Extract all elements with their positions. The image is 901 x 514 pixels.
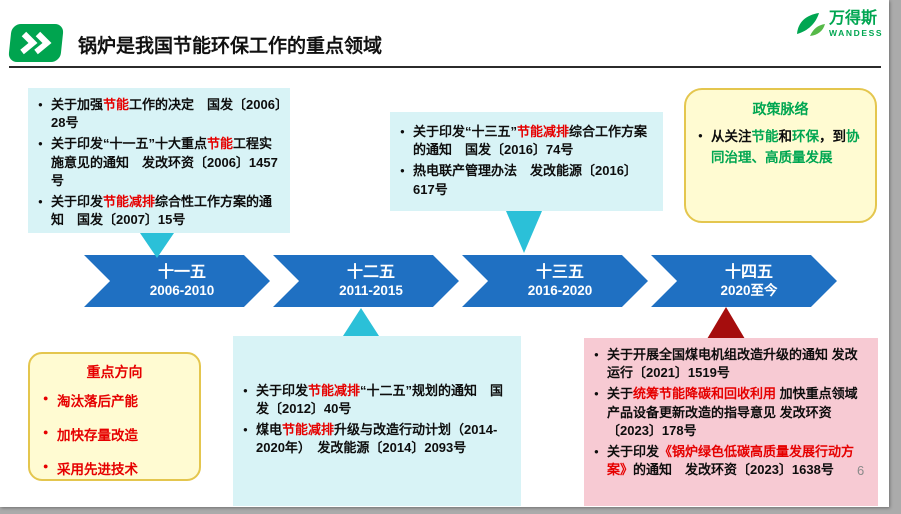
direction-item: 加快存量改造 xyxy=(40,424,189,444)
text-segment: 的通知 发改环资〔2023〕1638号 xyxy=(633,462,834,478)
text-segment: 加快重点领域产品设备更新改造的指导意见 发改环资〔2023〕178号 xyxy=(607,386,858,438)
connector-triangle-down-plan13 xyxy=(506,211,542,253)
policy-context-title: 政策脉络 xyxy=(752,101,809,117)
doc-item: 煤电节能减排升级与改造行动计划（2014-2020年） 发改能源〔2014〕20… xyxy=(243,421,511,457)
text-segment: 节能 xyxy=(751,129,779,144)
text-segment: 工作的决定 国发〔2006〕28号 xyxy=(51,97,282,131)
double-chevron-icon xyxy=(20,31,52,55)
text-segment: 关于印发 xyxy=(51,193,104,209)
text-segment: 协同治理、高质量发展 xyxy=(711,129,860,165)
text-segment: 节能减排 xyxy=(103,193,156,209)
doc-item: 关于印发“十一五”十大重点节能工程实施意见的通知 发改环资〔2006〕1457号 xyxy=(38,135,282,190)
doc-item: 关于加强节能工作的决定 国发〔2006〕28号 xyxy=(38,96,282,132)
text-segment: “十二五”规划的通知 国发〔2012〕40号 xyxy=(256,382,504,416)
text-segment: 节能 xyxy=(207,136,234,152)
callout-key-directions: 重点方向 淘汰落后产能 加快存量改造 采用先进技术 xyxy=(28,352,201,481)
text-segment: 关于印发“十一五”十大重点 xyxy=(51,136,208,152)
callout-plan11-docs: 关于加强节能工作的决定 国发〔2006〕28号 关于印发“十一五”十大重点节能工… xyxy=(28,88,290,233)
period-years: 2016-2020 xyxy=(527,282,593,298)
text-segment: 节能减排 xyxy=(282,422,335,437)
text-segment: 节能减排 xyxy=(517,124,570,139)
doc-item: 关于统筹节能降碳和回收利用 加快重点领域产品设备更新改造的指导意见 发改环资〔2… xyxy=(594,385,868,440)
page-title: 锅炉是我国节能环保工作的重点领域 xyxy=(78,36,383,57)
doc-item: 关于印发节能减排“十二五”规划的通知 国发〔2012〕40号 xyxy=(243,382,511,418)
doc-item: 关于印发“十三五”节能减排综合工作方案的通知 国发〔2016〕74号 xyxy=(400,123,655,159)
timeline-arrow-plan11: 十一五 2006-2010 xyxy=(84,255,270,307)
text-segment: 《锅炉绿色低碳高质量发展行动方案》 xyxy=(607,443,855,478)
doc-item: 热电联产管理办法 发改能源〔2016〕617号 xyxy=(400,162,655,198)
leaf-logo-icon xyxy=(792,10,826,45)
key-directions-list: 淘汰落后产能 加快存量改造 采用先进技术 xyxy=(40,390,189,478)
slide: 锅炉是我国节能环保工作的重点领域 万得斯 WANDESS 关于加强节能工作的决定… xyxy=(0,0,889,507)
brand-logo: 万得斯 WANDESS xyxy=(792,10,883,45)
text-segment: 综合性工作方案的通知 国发〔2007〕15号 xyxy=(51,193,273,228)
period-years: 2011-2015 xyxy=(339,282,403,298)
text-segment: 和 xyxy=(778,129,793,144)
period-label: 十四五 xyxy=(724,264,773,282)
text-segment: 统筹节能降碳和回收利用 xyxy=(633,386,777,402)
brand-name-en: WANDESS xyxy=(829,28,884,39)
connector-triangle-down-plan11 xyxy=(140,233,174,258)
doc-list-plan14: 关于开展全国煤电机组改造升级的通知 发改运行〔2021〕1519号 关于统筹节能… xyxy=(594,346,868,479)
period-label: 十一五 xyxy=(157,264,206,282)
connector-triangle-up-plan12 xyxy=(343,308,379,336)
text-segment: ，到 xyxy=(819,129,846,144)
page-number: 6 xyxy=(857,463,865,478)
text-segment: 煤电 xyxy=(256,422,283,437)
brand-name-cn: 万得斯 xyxy=(829,10,878,27)
period-years: 2020至今 xyxy=(720,282,778,298)
text-segment: 综合工作方案的通知 国发〔2016〕74号 xyxy=(413,124,648,158)
callout-policy-context: 政策脉络 从关注节能和环保，到协同治理、高质量发展 xyxy=(684,88,877,223)
text-segment: 关于印发“十三五” xyxy=(413,124,518,139)
doc-list-plan13: 关于印发“十三五”节能减排综合工作方案的通知 国发〔2016〕74号 热电联产管… xyxy=(400,123,655,199)
timeline-arrow-plan12: 十二五 2011-2015 xyxy=(273,255,459,307)
text-segment: 节能 xyxy=(103,97,130,112)
doc-list-plan12: 关于印发节能减排“十二五”规划的通知 国发〔2012〕40号 煤电节能减排升级与… xyxy=(243,382,511,461)
policy-context-list: 从关注节能和环保，到协同治理、高质量发展 xyxy=(698,127,863,169)
timeline-arrow-plan14: 十四五 2020至今 xyxy=(651,255,837,307)
text-segment: 关于印发 xyxy=(607,443,660,459)
period-years: 2006-2010 xyxy=(149,282,215,298)
text-segment: 热电联产管理办法 发改能源〔2016〕617号 xyxy=(413,163,637,197)
brand-name: 万得斯 WANDESS xyxy=(829,10,883,38)
period-label: 十二五 xyxy=(346,264,395,282)
direction-item: 淘汰落后产能 xyxy=(40,390,189,410)
key-directions-title: 重点方向 xyxy=(86,364,143,380)
text-segment: 关于开展全国煤电机组改造升级的通知 发改运行〔2021〕1519号 xyxy=(607,347,858,381)
doc-item: 关于开展全国煤电机组改造升级的通知 发改运行〔2021〕1519号 xyxy=(594,346,868,382)
text-segment: 关于印发 xyxy=(256,382,309,398)
connector-triangle-up-plan14 xyxy=(707,307,745,339)
callout-plan14-docs: 关于开展全国煤电机组改造升级的通知 发改运行〔2021〕1519号 关于统筹节能… xyxy=(584,338,878,506)
doc-item: 关于印发《锅炉绿色低碳高质量发展行动方案》的通知 发改环资〔2023〕1638号 xyxy=(594,443,868,479)
period-label: 十三五 xyxy=(535,264,584,282)
callout-plan13-docs: 关于印发“十三五”节能减排综合工作方案的通知 国发〔2016〕74号 热电联产管… xyxy=(390,112,663,211)
text-segment: 环保 xyxy=(792,129,819,144)
text-segment: 升级与改造行动计划（2014-2020年） 发改能源〔2014〕2093号 xyxy=(256,422,498,456)
text-segment: 工程实施意见的通知 发改环资〔2006〕1457号 xyxy=(51,136,278,188)
direction-item: 采用先进技术 xyxy=(40,458,189,478)
timeline-arrow-plan13: 十三五 2016-2020 xyxy=(462,255,648,307)
title-chevrons-icon xyxy=(8,24,64,62)
callout-plan12-docs: 关于印发节能减排“十二五”规划的通知 国发〔2012〕40号 煤电节能减排升级与… xyxy=(233,336,521,506)
text-segment: 关于加强 xyxy=(51,97,104,112)
policy-context-item: 从关注节能和环保，到协同治理、高质量发展 xyxy=(698,127,863,169)
text-segment: 节能减排 xyxy=(308,382,361,398)
text-segment: 从关注 xyxy=(711,129,752,144)
header-divider xyxy=(9,66,881,68)
timeline: 十一五 2006-2010 十二五 2011-2015 十三五 2016-202… xyxy=(84,255,837,307)
text-segment: 关于 xyxy=(607,386,634,402)
doc-item: 关于印发节能减排综合性工作方案的通知 国发〔2007〕15号 xyxy=(38,193,282,229)
doc-list-plan11: 关于加强节能工作的决定 国发〔2006〕28号 关于印发“十一五”十大重点节能工… xyxy=(38,96,282,229)
